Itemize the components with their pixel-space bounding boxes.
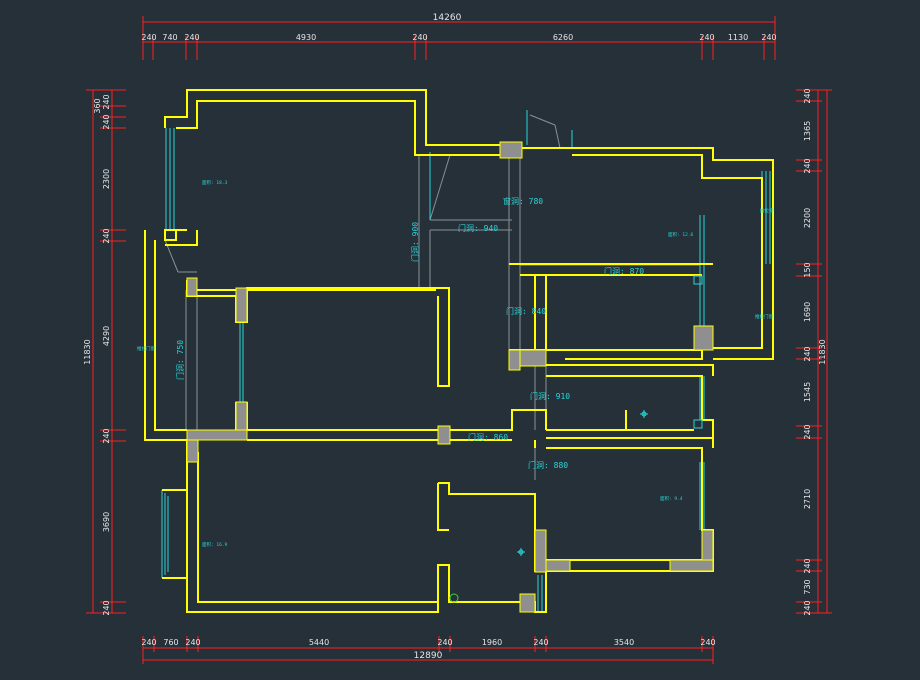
room-area-bottom-right: 面积: 9.4 (660, 495, 683, 502)
door-annotation-7: 门洞: 750 (175, 340, 185, 380)
bottom-dim-4: 5440 (309, 638, 329, 647)
fixture-symbols (449, 275, 703, 603)
left-dim-6: 4290 (102, 326, 111, 346)
top-dim-2: 740 (162, 33, 177, 42)
right-dim-1: 240 (803, 88, 812, 103)
door-annotation-2: 门洞: 870 (604, 266, 644, 276)
room-area-bottom-left: 面积: 16.9 (202, 541, 228, 548)
sliding-window-label-top-right: 推拉窗 (760, 207, 774, 214)
right-dim-9: 240 (803, 424, 812, 439)
door-annotation-8: 门洞: 900 (410, 222, 420, 262)
sliding-window-label-right: 推拉门窗 (755, 313, 773, 320)
door-annotation-5: 门洞: 860 (468, 432, 508, 442)
left-dim-1: 360 (93, 98, 102, 113)
bottom-overall-dimension: 12890 (414, 651, 443, 661)
left-dim-3: 240 (102, 114, 111, 129)
door-annotation-4: 门洞: 910 (530, 391, 570, 401)
bottom-dimension-chain (142, 636, 714, 664)
bottom-dim-8: 3540 (614, 638, 634, 647)
left-dim-8: 3690 (102, 512, 111, 532)
right-dim-4: 2200 (803, 208, 812, 228)
bottom-dim-7: 240 (533, 638, 548, 647)
left-overall-dimension: 11830 (83, 339, 92, 364)
left-dimension-chain (86, 89, 126, 614)
bottom-dim-5: 240 (437, 638, 452, 647)
bottom-dim-2: 760 (163, 638, 178, 647)
top-dim-4: 4930 (296, 33, 316, 42)
bottom-dim-9: 240 (700, 638, 715, 647)
top-dimension-chain (142, 16, 776, 60)
left-dim-4: 2300 (102, 169, 111, 189)
top-dim-7: 240 (699, 33, 714, 42)
right-dim-6: 1690 (803, 302, 812, 322)
right-dim-7: 240 (803, 346, 812, 361)
room-area-top-left: 面积: 18.3 (202, 179, 228, 186)
sliding-window-label-left: 推拉门窗 (137, 345, 155, 352)
bottom-dim-6: 1960 (482, 638, 502, 647)
top-dim-6: 6260 (553, 33, 573, 42)
top-overall-dimension: 14260 (433, 13, 462, 23)
right-dim-13: 240 (803, 600, 812, 615)
bottom-dim-3: 240 (185, 638, 200, 647)
top-dim-9: 240 (761, 33, 776, 42)
right-dim-3: 240 (803, 158, 812, 173)
door-annotation-3: 门洞: 840 (506, 306, 546, 316)
interior-guide-lines (164, 114, 700, 600)
door-annotation-6: 门洞: 880 (528, 460, 568, 470)
structural-columns (186, 141, 714, 613)
right-dim-8: 1545 (803, 382, 812, 402)
bottom-dim-1: 240 (141, 638, 156, 647)
left-dim-9: 240 (102, 600, 111, 615)
right-dim-5: 150 (803, 262, 812, 277)
right-dimension-chain (796, 89, 832, 614)
window-annotation-1: 窗洞: 780 (503, 196, 543, 206)
left-dim-5: 240 (102, 228, 111, 243)
right-dim-11: 240 (803, 558, 812, 573)
top-dim-1: 240 (141, 33, 156, 42)
room-area-top-right: 面积: 12.6 (668, 231, 694, 238)
right-dim-10: 2710 (803, 489, 812, 509)
top-dim-8: 1130 (728, 33, 748, 42)
door-annotation-1: 门洞: 940 (458, 223, 498, 233)
top-dim-3: 240 (184, 33, 199, 42)
windows-and-openings (161, 110, 771, 612)
walls (144, 89, 774, 613)
left-dim-7: 240 (102, 428, 111, 443)
right-overall-dimension: 11830 (818, 339, 827, 364)
left-dim-2: 240 (102, 94, 111, 109)
top-dim-5: 240 (412, 33, 427, 42)
right-dim-2: 1365 (803, 121, 812, 141)
right-dim-12: 730 (803, 579, 812, 594)
